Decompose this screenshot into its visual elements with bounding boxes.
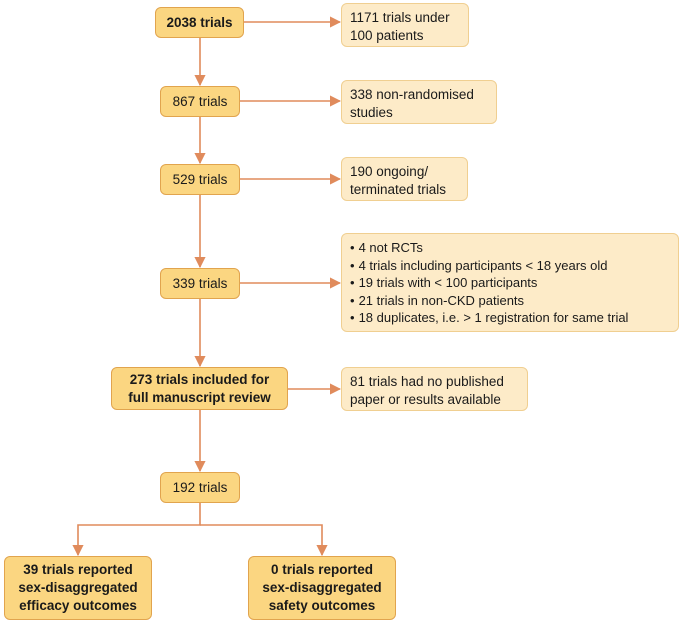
exclusion-box-4: 4 not RCTs 4 trials including participan… [341, 233, 679, 332]
step-box-2038: 2038 trials [155, 7, 244, 38]
exclusion-bullet: 21 trials in non-CKD patients [350, 292, 670, 310]
outcome-text: efficacy outcomes [19, 598, 137, 613]
split-connector [72, 503, 201, 557]
exclusion-box-1: 1171 trials under 100 patients [341, 3, 469, 47]
step-box-529: 529 trials [160, 164, 240, 195]
exclusion-bullet: 19 trials with < 100 participants [350, 274, 670, 292]
step-box-192: 192 trials [160, 472, 240, 503]
exclusion-text: paper or results available [350, 392, 501, 407]
exclusion-box-3: 190 ongoing/ terminated trials [341, 157, 468, 201]
exclusion-box-2: 338 non-randomised studies [341, 80, 497, 124]
exclusion-bullet: 4 trials including participants < 18 yea… [350, 257, 670, 275]
step-box-273: 273 trials included for full manuscript … [111, 367, 288, 410]
step-label: 192 trials [172, 479, 228, 495]
step-label-line: 273 trials included for [129, 371, 270, 387]
step-label: 529 trials [172, 171, 228, 187]
exclusion-box-5: 81 trials had no published paper or resu… [341, 367, 528, 411]
exclusion-bullet: 18 duplicates, i.e. > 1 registration for… [350, 309, 670, 327]
exclusion-text: 100 patients [350, 28, 424, 43]
step-label: 339 trials [172, 275, 228, 291]
outcome-box-efficacy: 39 trials reported sex-disaggregated eff… [4, 556, 152, 620]
outcome-text: safety outcomes [268, 598, 376, 613]
exclusion-text: 338 non-randomised [350, 87, 474, 102]
outcome-text: 0 trials reported [270, 562, 374, 577]
exclusion-text: 81 trials had no published [350, 374, 504, 389]
exclusion-text: 1171 trials under [350, 10, 450, 25]
exclusion-text: 190 ongoing/ [350, 164, 429, 179]
split-connector-right [200, 524, 328, 557]
exclusion-text: terminated trials [350, 182, 447, 197]
step-label-line: full manuscript review [128, 389, 271, 405]
outcome-text: sex-disaggregated [262, 580, 382, 595]
exclusion-bullet-list: 4 not RCTs 4 trials including participan… [350, 239, 670, 327]
exclusion-bullet: 4 not RCTs [350, 239, 670, 257]
exclusion-text: studies [350, 105, 393, 120]
step-label: 2038 trials [166, 14, 233, 30]
step-box-867: 867 trials [160, 86, 240, 117]
outcome-text: 39 trials reported [23, 562, 133, 577]
outcome-text: sex-disaggregated [18, 580, 138, 595]
step-label: 867 trials [172, 93, 228, 109]
step-box-339: 339 trials [160, 268, 240, 299]
outcome-box-safety: 0 trials reported sex-disaggregated safe… [248, 556, 396, 620]
